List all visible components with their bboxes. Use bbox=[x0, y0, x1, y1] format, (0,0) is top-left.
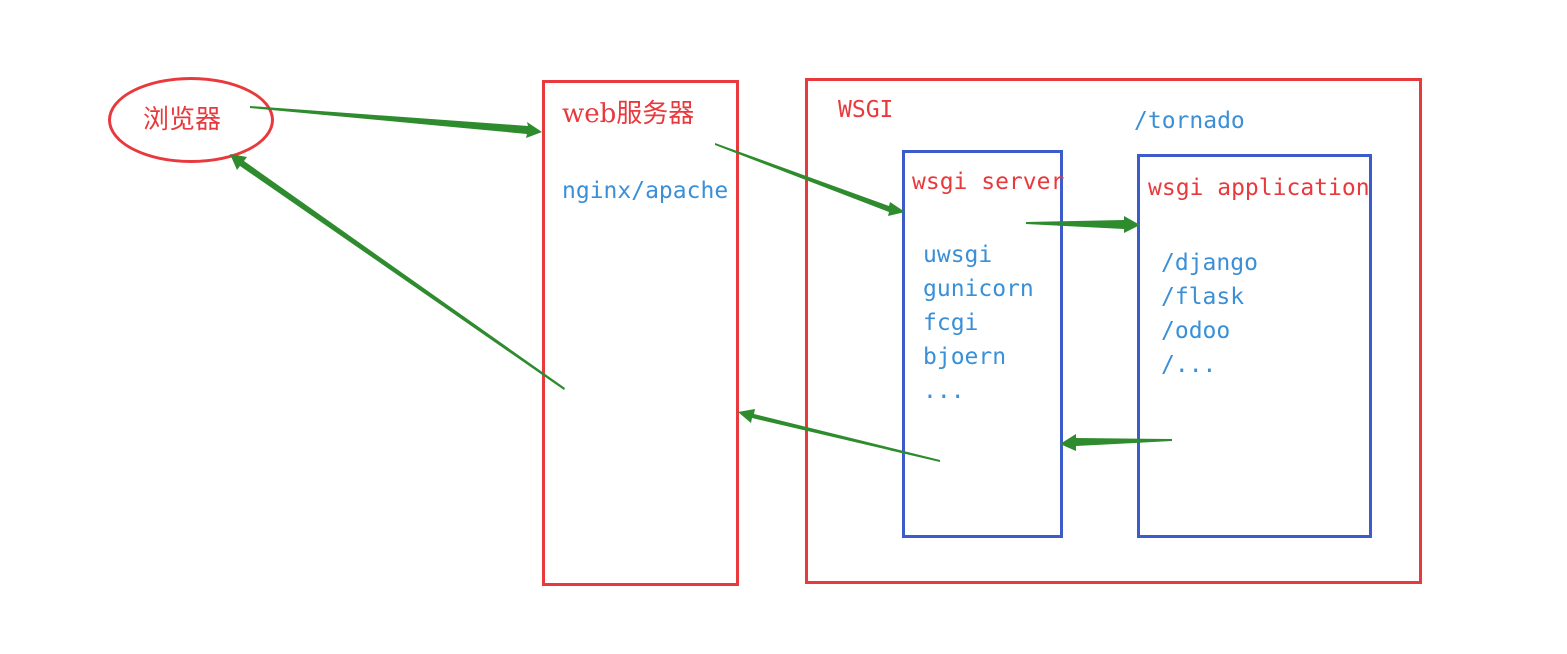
browser-node bbox=[108, 77, 274, 163]
wsgi-application-title: wsgi application bbox=[1148, 175, 1370, 201]
arrow-browser-to-webserver bbox=[250, 106, 542, 138]
arrow-application-to-wsgiserver bbox=[1060, 434, 1172, 451]
list-item: /django bbox=[1161, 250, 1258, 276]
wsgi-server-box bbox=[902, 150, 1063, 538]
list-item: ... bbox=[923, 378, 965, 404]
tornado-label: /tornado bbox=[1134, 108, 1245, 134]
list-item: /... bbox=[1161, 352, 1217, 378]
list-item: bjoern bbox=[923, 344, 1007, 370]
wsgi-server-title: wsgi server bbox=[912, 169, 1065, 195]
browser-label: 浏览器 bbox=[143, 105, 222, 135]
list-item: /odoo bbox=[1161, 318, 1231, 344]
wsgi-server-list: uwsgi gunicorn fcgi bjoern ... bbox=[923, 238, 1034, 408]
list-item: uwsgi bbox=[923, 242, 993, 268]
arrow-webserver-to-wsgiserver bbox=[715, 143, 905, 216]
web-server-title: web服务器 bbox=[562, 99, 695, 129]
arrow-wsgiserver-to-webserver bbox=[738, 409, 940, 462]
list-item: /flask bbox=[1161, 284, 1245, 310]
web-server-box bbox=[542, 80, 739, 586]
arrow-wsgiserver-to-application bbox=[1026, 216, 1140, 233]
wsgi-application-box bbox=[1137, 154, 1372, 538]
wsgi-application-list: /django /flask /odoo /... bbox=[1161, 246, 1258, 382]
list-item: gunicorn bbox=[923, 276, 1034, 302]
wsgi-box bbox=[805, 78, 1422, 584]
wsgi-title: WSGI bbox=[838, 97, 894, 123]
arrow-webserver-to-browser bbox=[230, 154, 565, 390]
web-server-impl: nginx/apache bbox=[562, 178, 729, 204]
list-item: fcgi bbox=[923, 310, 979, 336]
